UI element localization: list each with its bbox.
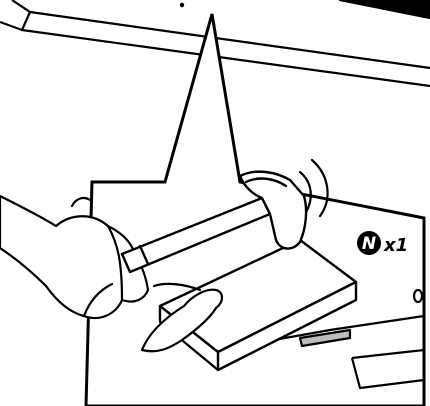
part-letter: N: [362, 234, 376, 254]
part-quantity: x1: [383, 235, 408, 256]
